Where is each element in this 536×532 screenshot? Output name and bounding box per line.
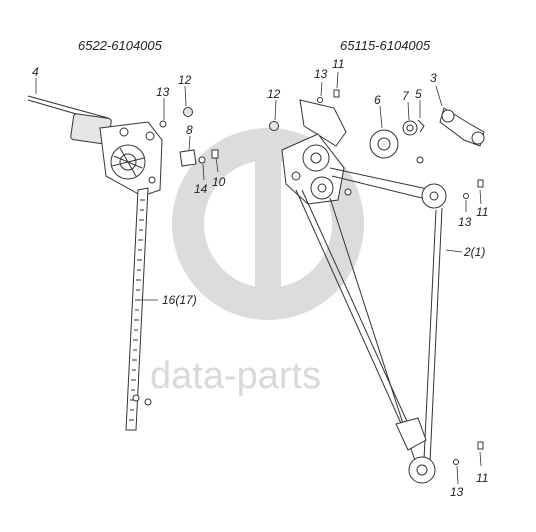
toothed-rack [125,187,149,431]
callout-12-left: 12 [178,73,192,87]
callout-13-bottom: 13 [450,485,464,499]
callout-7: 7 [402,89,410,103]
right-assembly-title: 65115-6104005 [340,38,431,53]
clip-5 [417,119,425,133]
bolt-11-mid [477,179,484,188]
callout-13-top: 13 [314,67,328,81]
washer-13-mid [463,193,469,199]
bracket-8 [179,149,197,167]
callout-14: 14 [194,182,208,196]
screw-10 [211,149,219,159]
right-assembly: 12 13 11 6 7 5 3 13 11 2(1) 13 11 [267,57,488,499]
glass-carrier [395,417,427,451]
callout-10: 10 [212,175,226,189]
left-assembly-title: 6522-6104005 [78,38,163,53]
callout-8: 8 [186,123,193,137]
callout-13-mid: 13 [458,215,472,229]
callout-13-left: 13 [156,85,170,99]
washer-13-top [317,97,323,103]
mounting-plate [299,99,347,147]
callout-11-bottom: 11 [476,471,488,485]
callout-3: 3 [430,71,437,85]
washer-13-bottom [453,459,459,465]
wire-harness [27,95,109,119]
bolt-11-bottom [477,441,484,450]
callout-5: 5 [415,87,422,101]
left-assembly: 4 12 13 8 14 10 16(17) [27,65,226,431]
cable-right [423,209,437,461]
watermark-text: data-parts [150,355,321,397]
callout-6: 6 [374,93,381,107]
nut-12-left [183,107,193,117]
cable-upper [329,167,433,191]
callout-11-mid: 11 [476,205,488,219]
callout-11-top: 11 [332,57,344,71]
callout-16-17: 16(17) [162,293,197,307]
watermark-logo-bar [255,140,281,310]
washer-13-left [159,120,167,128]
callout-2-1: 2(1) [463,245,485,259]
washer-14 [198,156,206,164]
lift-arm [295,189,405,431]
bolt-11-top [333,89,340,98]
callout-12-right: 12 [267,87,281,101]
nut-12-right [269,121,279,131]
callout-4: 4 [32,65,39,79]
